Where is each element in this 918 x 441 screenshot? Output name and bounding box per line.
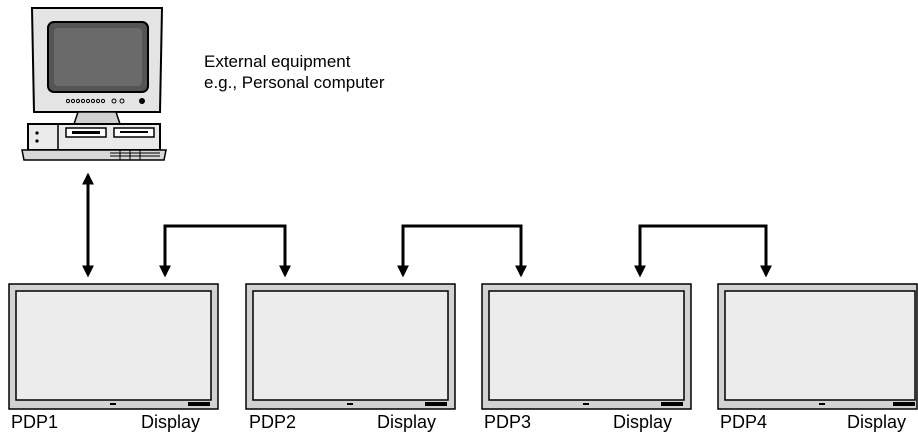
equipment-caption-line1: External equipment (204, 52, 351, 71)
computer-icon (21, 7, 167, 161)
pdp2-pdp3-bracket-arrow (397, 224, 527, 278)
pdp3-pdp4-bracket-arrow (634, 224, 772, 278)
pdp4-label: PDP4 (720, 412, 768, 432)
equipment-caption-line2: e.g., Personal computer (204, 73, 385, 92)
pdp2-display-icon (245, 283, 456, 410)
pdp1-pdp2-bracket-arrow (159, 224, 291, 278)
pdp3-display-icon (481, 283, 692, 410)
pdp1-label: PDP1 (11, 412, 59, 432)
pdp2-label: PDP2 (249, 412, 297, 432)
pdp4-display-icon (717, 283, 918, 410)
pdp3-label: PDP3 (484, 412, 532, 432)
pdp1-display-port-label: Display (141, 412, 201, 432)
pdp1-display-icon (8, 283, 219, 410)
pdp3-display-port-label: Display (613, 412, 673, 432)
pdp4-display-port-label: Display (847, 412, 907, 432)
pdp2-display-port-label: Display (377, 412, 437, 432)
